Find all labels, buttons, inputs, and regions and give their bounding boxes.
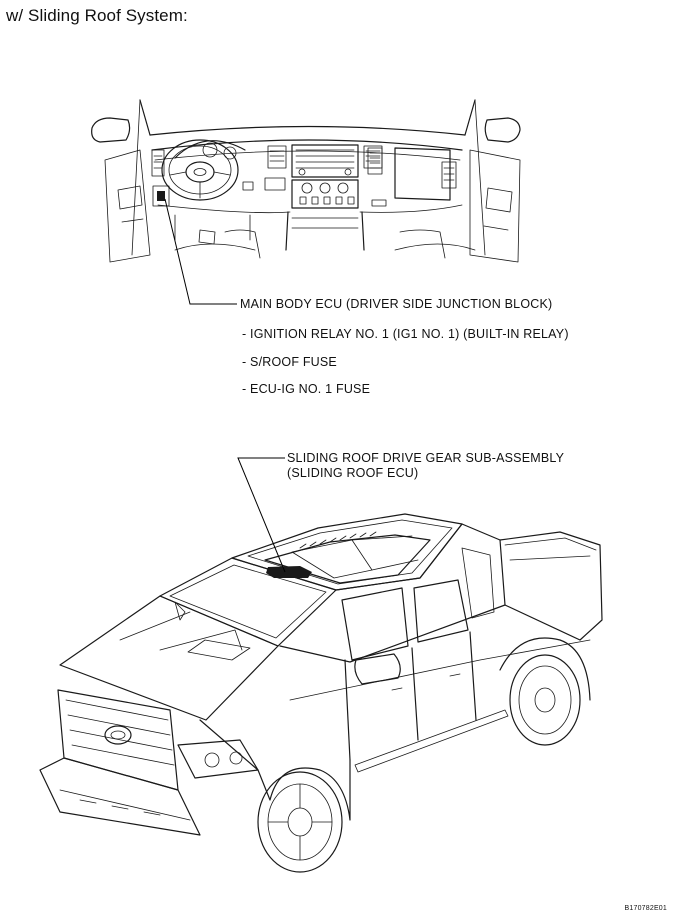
figure-code: B170782E01 bbox=[624, 905, 667, 912]
sliding-roof-ecu-label: (SLIDING ROOF ECU) bbox=[287, 466, 419, 480]
truck-illustration bbox=[39, 513, 603, 873]
ecu-ig-fuse-label: - ECU-IG NO. 1 FUSE bbox=[242, 382, 371, 396]
section-heading: w/ Sliding Roof System: bbox=[6, 6, 188, 25]
drive-gear-label: SLIDING ROOF DRIVE GEAR SUB-ASSEMBLY bbox=[287, 451, 565, 465]
main-body-ecu-label: MAIN BODY ECU (DRIVER SIDE JUNCTION BLOC… bbox=[240, 297, 553, 311]
sroof-fuse-label: - S/ROOF FUSE bbox=[242, 355, 337, 369]
dashboard-illustration bbox=[91, 99, 521, 263]
ignition-relay-label: - IGNITION RELAY NO. 1 (IG1 NO. 1) (BUIL… bbox=[242, 327, 569, 341]
